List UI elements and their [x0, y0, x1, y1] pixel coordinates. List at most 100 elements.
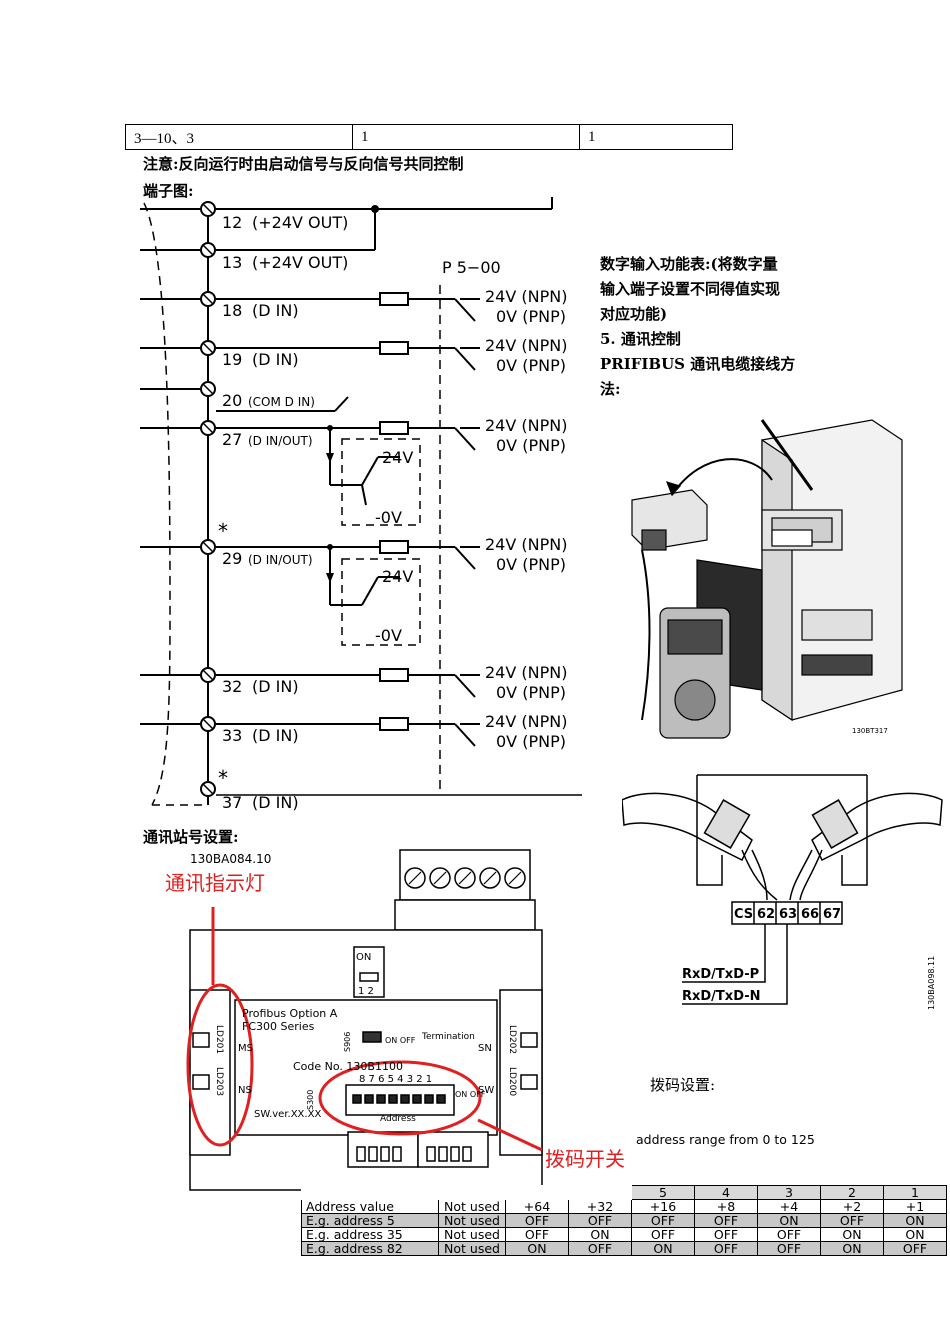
table-cell: +1 — [883, 1199, 947, 1214]
npn-label: 24V (NPN) — [485, 535, 567, 554]
terminal-title: 端子图: — [143, 182, 194, 200]
table-cell: 1 — [883, 1185, 947, 1200]
terminal-37-num: 37 — [222, 793, 242, 812]
table-cell: ON — [883, 1227, 947, 1242]
table-cell: 2 — [820, 1185, 884, 1200]
s906-label: S906 — [343, 1032, 352, 1052]
terminal-13-num: 13 — [222, 253, 242, 272]
table-cell: ON — [757, 1213, 821, 1228]
drive-illustration: 130BT317 — [631, 419, 903, 739]
table-row: E.g. address 82 Not used ON OFF ON OFF O… — [301, 1241, 947, 1256]
cable-terminal-63: 63 — [779, 907, 797, 922]
led-annotation: 通讯指示灯 — [165, 871, 265, 895]
table-cell: OFF — [694, 1241, 758, 1256]
pnp-label: 0V (PNP) — [496, 555, 566, 574]
table-cell — [568, 1185, 632, 1200]
terminal-12-num: 12 — [222, 213, 242, 232]
npn-label: 24V (NPN) — [485, 336, 567, 355]
table-cell: +2 — [820, 1199, 884, 1214]
ms-label: MS — [238, 1043, 253, 1054]
right-text-line: 输入端子设置不同得值实现 — [600, 280, 781, 298]
table-cell: OFF — [757, 1241, 821, 1256]
table-cell: Not used — [438, 1227, 506, 1242]
terminal-33-num: 33 — [222, 726, 242, 745]
table-cell: +4 — [757, 1199, 821, 1214]
ld202-label: LD202 — [507, 1025, 517, 1054]
pnp-label: 0V (PNP) — [496, 436, 566, 455]
table-cell: +32 — [568, 1199, 632, 1214]
right-text-line: PRIFIBUS 通讯电缆接线方 — [600, 355, 796, 373]
dip-setting-title: 拨码设置: — [650, 1076, 716, 1094]
sn-label: SN — [478, 1043, 492, 1054]
table-cell: OFF — [568, 1213, 632, 1228]
module-series: FC300 Series — [242, 1020, 315, 1033]
terminal-20-num: 20 — [222, 391, 242, 410]
on-sub-label: 1 2 — [358, 986, 374, 997]
star-29: * — [218, 519, 228, 543]
dip-on-off: ON OFF — [455, 1090, 486, 1099]
module-code: 130BA084.10 — [190, 852, 271, 866]
cable-code: 130BA098.11 — [927, 956, 936, 1010]
caution-note: 注意:反向运行时由启动信号与反向信号共同控制 — [143, 155, 464, 173]
right-text-line: 对应功能) — [600, 305, 668, 323]
table-cell: 1 — [579, 124, 733, 150]
switch-24v-label: 24V — [382, 448, 413, 467]
switch-0v-label: -0V — [375, 626, 402, 645]
p-label: P 5−00 — [442, 258, 501, 277]
table-cell: OFF — [820, 1213, 884, 1228]
npn-label: 24V (NPN) — [485, 663, 567, 682]
table-cell: ON — [631, 1241, 695, 1256]
terminal-13-desc: (+24V OUT) — [252, 253, 348, 272]
right-description: 数字输入功能表:(将数字量 输入端子设置不同得值实现 对应功能) 5. 通讯控制… — [600, 252, 820, 402]
table-cell: E.g. address 82 — [301, 1241, 439, 1256]
npn-label: 24V (NPN) — [485, 287, 567, 306]
on-off-label: ON OFF — [385, 1036, 416, 1045]
table-cell: 3 — [757, 1185, 821, 1200]
table-cell: Not used — [438, 1199, 506, 1214]
switch-annotation: 拨码开关 — [545, 1147, 625, 1171]
terminal-diagram: 12 (+24V OUT) 13 (+24V OUT) 18 (D IN) 19… — [140, 197, 582, 812]
dip-numbers: 8 7 6 5 4 3 2 1 — [359, 1074, 432, 1085]
pnp-label: 0V (PNP) — [496, 307, 566, 326]
profibus-module-figure: 130BA084.10 ON 1 2 Profibus Option A FC3… — [165, 849, 625, 1191]
table-cell: 4 — [694, 1185, 758, 1200]
terminal-27-num: 27 — [222, 430, 242, 449]
table-cell: ON — [883, 1213, 947, 1228]
rxd-p-label: RxD/TxD-P — [682, 967, 759, 982]
module-title: Profibus Option A — [242, 1007, 338, 1020]
table-cell: OFF — [631, 1227, 695, 1242]
table-cell — [505, 1185, 569, 1200]
table-cell: +8 — [694, 1199, 758, 1214]
terminal-29-desc: (D IN/OUT) — [248, 553, 313, 567]
table-cell: 1 — [352, 124, 580, 150]
terminal-19-desc: (D IN) — [252, 350, 299, 369]
address-label: Address — [380, 1114, 416, 1124]
terminal-33-desc: (D IN) — [252, 726, 299, 745]
table-cell: +16 — [631, 1199, 695, 1214]
ld203-label: LD203 — [214, 1067, 224, 1096]
s300-label: S300 — [306, 1090, 315, 1110]
termination-label: Termination — [421, 1032, 475, 1042]
table-cell: +64 — [505, 1199, 569, 1214]
table-cell: OFF — [694, 1213, 758, 1228]
terminal-37-desc: (D IN) — [252, 793, 299, 812]
on-label: ON — [356, 952, 371, 963]
ld201-label: LD201 — [214, 1025, 224, 1054]
table-cell: E.g. address 5 — [301, 1213, 439, 1228]
pnp-label: 0V (PNP) — [496, 356, 566, 375]
table-cell: Not used — [438, 1241, 506, 1256]
cable-terminal-cs: CS — [734, 907, 753, 922]
table-cell: OFF — [505, 1227, 569, 1242]
ns-label: NS — [238, 1085, 252, 1096]
rxd-n-label: RxD/TxD-N — [682, 989, 761, 1004]
table-cell: OFF — [505, 1213, 569, 1228]
cable-wiring-figure: CS 62 63 66 67 RxD/TxD-P RxD/TxD-N 130BA… — [622, 774, 943, 1010]
star-37: * — [218, 766, 228, 790]
address-table: 5 4 3 2 1 Address value Not used +64 +32… — [301, 1185, 947, 1256]
table-row: Address value Not used +64 +32 +16 +8 +4… — [301, 1199, 947, 1214]
cable-terminal-66: 66 — [801, 907, 819, 922]
code-no-label: Code No. 130B1100 — [293, 1060, 403, 1073]
station-title: 通讯站号设置: — [143, 828, 239, 846]
sw-label: SW — [478, 1085, 494, 1096]
table-cell: 5 — [631, 1185, 695, 1200]
